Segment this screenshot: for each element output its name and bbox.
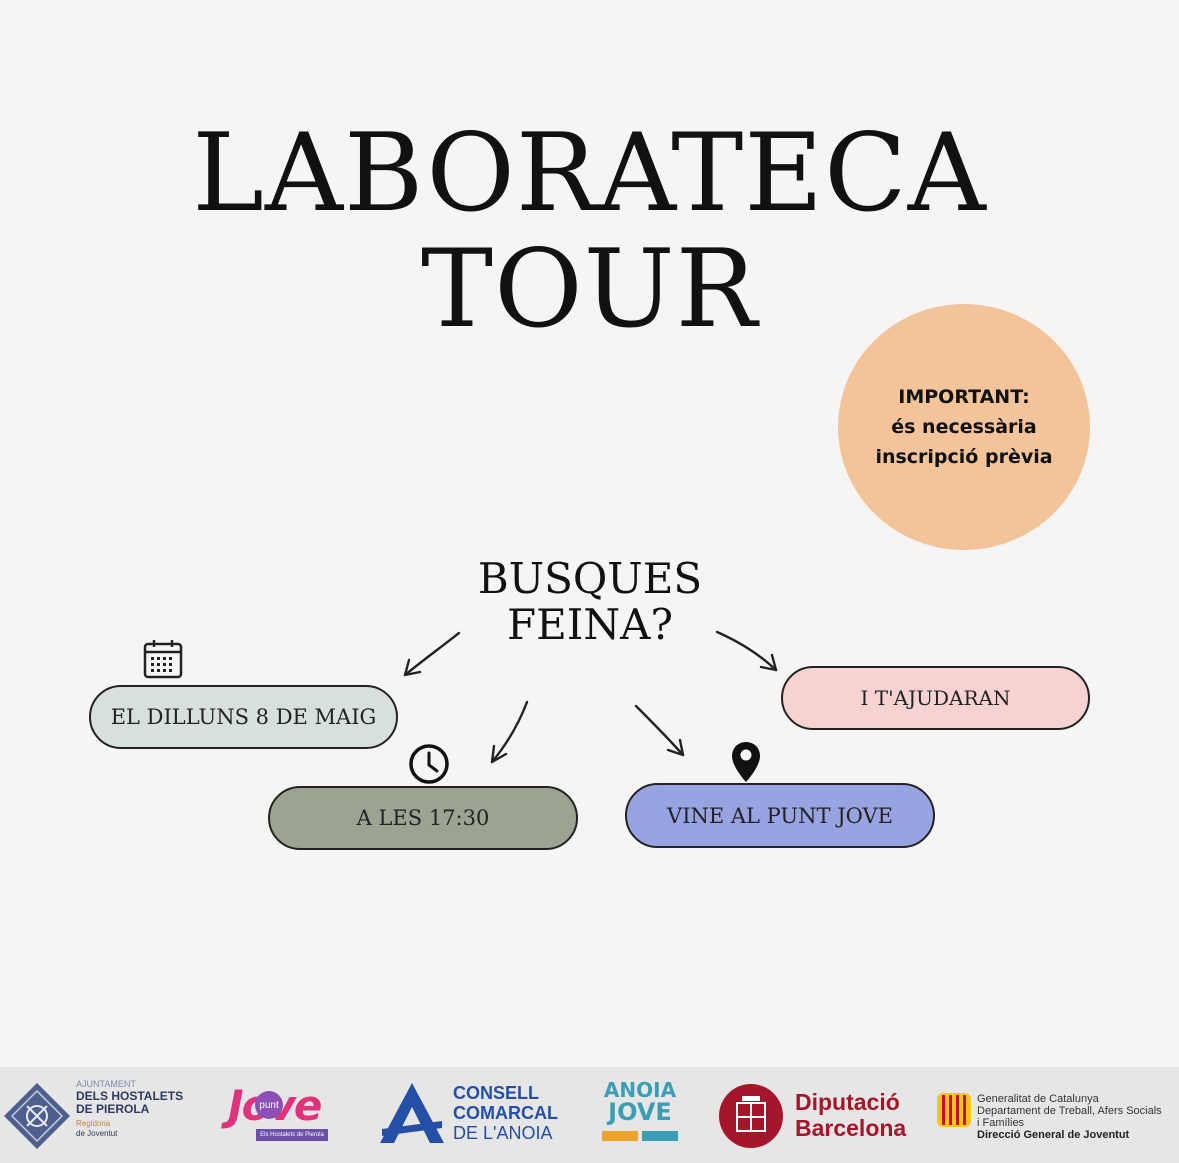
anoia-jove-tag-blue — [642, 1131, 678, 1141]
title-line-1: LABORATECA — [192, 111, 987, 236]
consell-comarcal-logo: CONSELL COMARCAL DE L'ANOIA — [378, 1079, 568, 1155]
anoia-jove-logo: ANOIA JOVE — [598, 1079, 682, 1155]
senyera-icon — [937, 1093, 971, 1127]
notice-line-1: IMPORTANT: — [898, 386, 1030, 408]
clock-icon — [409, 744, 449, 784]
title-line-2: TOUR — [421, 227, 758, 352]
hostalets-shield-icon — [4, 1083, 70, 1149]
punt-jove-logo: Jove punt Els Hostalets de Pierola — [228, 1081, 338, 1153]
sponsor-logo-strip: AJUNTAMENT DELS HOSTALETS DE PIEROLA Reg… — [0, 1067, 1179, 1163]
help-pill: I T'AJUDARAN — [781, 666, 1090, 730]
arrow-to-help — [715, 630, 778, 672]
consell-a-mark-icon — [380, 1083, 444, 1143]
important-notice-badge: IMPORTANT: és necessària inscripció prèv… — [838, 304, 1090, 550]
anoia-jove-tag-orange — [602, 1131, 638, 1141]
notice-line-3: inscripció prèvia — [875, 446, 1053, 468]
notice-line-2: és necessària — [891, 416, 1037, 438]
time-pill: A LES 17:30 — [268, 786, 578, 850]
location-pin-icon — [732, 742, 760, 782]
location-pill: VINE AL PUNT JOVE — [625, 783, 935, 848]
question-line-2: FEINA? — [507, 600, 673, 649]
arrow-to-location — [634, 704, 685, 757]
question-line-1: BUSQUES — [477, 554, 703, 603]
date-pill: EL DILLUNS 8 DE MAIG — [89, 685, 398, 749]
diputacio-barcelona-logo: Diputació Barcelona — [718, 1081, 928, 1153]
arrow-to-date — [403, 631, 461, 677]
arrow-to-time — [490, 700, 529, 764]
calendar-icon — [143, 640, 183, 679]
diputacio-seal-icon — [719, 1084, 783, 1148]
ajuntament-hostalets-logo: AJUNTAMENT DELS HOSTALETS DE PIEROLA Reg… — [2, 1077, 202, 1157]
generalitat-catalunya-logo: Generalitat de Catalunya Departament de … — [937, 1089, 1177, 1149]
